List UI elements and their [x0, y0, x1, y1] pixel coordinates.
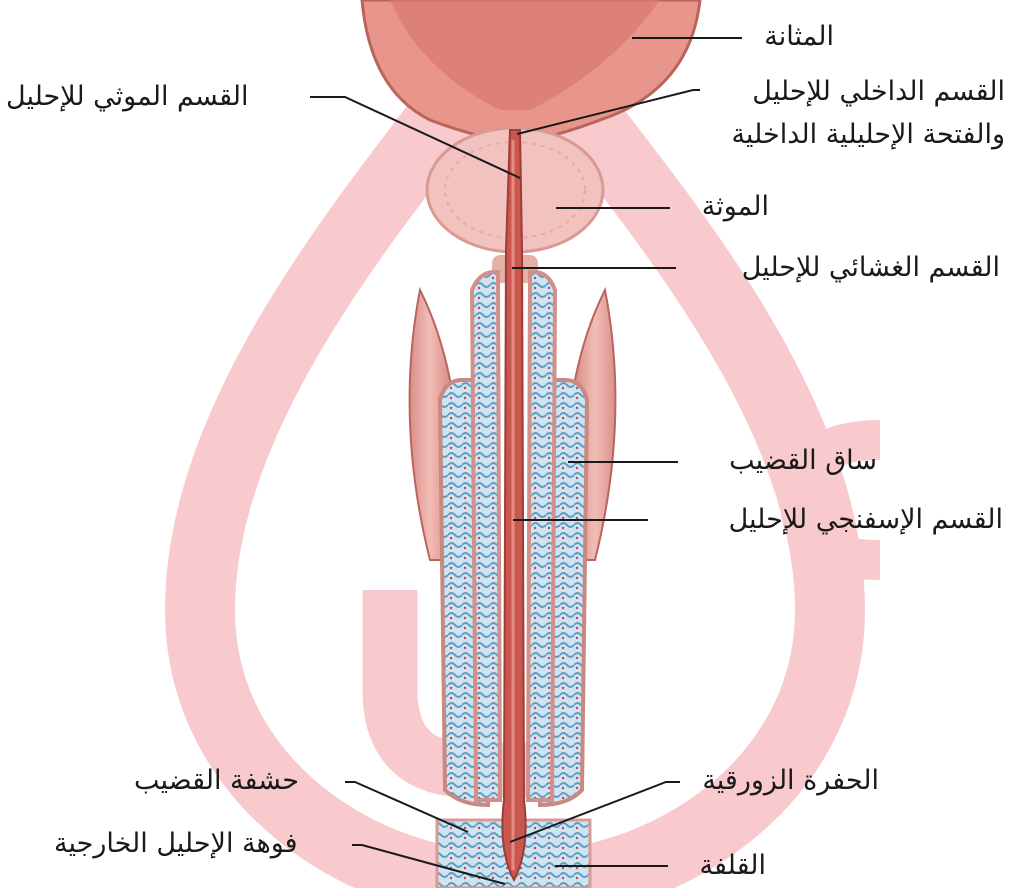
label-foreskin: القلفة	[700, 849, 766, 883]
label-internal-urethra-line2: والفتحة الإحليلية الداخلية	[731, 118, 1005, 152]
label-spongy-urethra: القسم الإسفنجي للإحليل	[729, 503, 1003, 537]
label-penis-shaft: ساق القضيب	[729, 444, 877, 478]
label-bladder: المثانة	[764, 20, 834, 54]
label-glans: حشفة القضيب	[134, 764, 299, 798]
left-inner-column	[472, 272, 500, 800]
label-external-meatus: فوهة الإحليل الخارجية	[54, 827, 298, 861]
label-internal-urethra-line1: القسم الداخلي للإحليل	[752, 75, 1005, 109]
right-inner-column	[528, 272, 555, 800]
label-prostate: الموثة	[702, 190, 769, 224]
label-prostatic-urethra: القسم الموثي للإحليل	[6, 80, 248, 114]
label-navicular-fossa: الحفرة الزورقية	[702, 764, 879, 798]
label-membranous-urethra: القسم الغشائي للإحليل	[742, 251, 1000, 285]
